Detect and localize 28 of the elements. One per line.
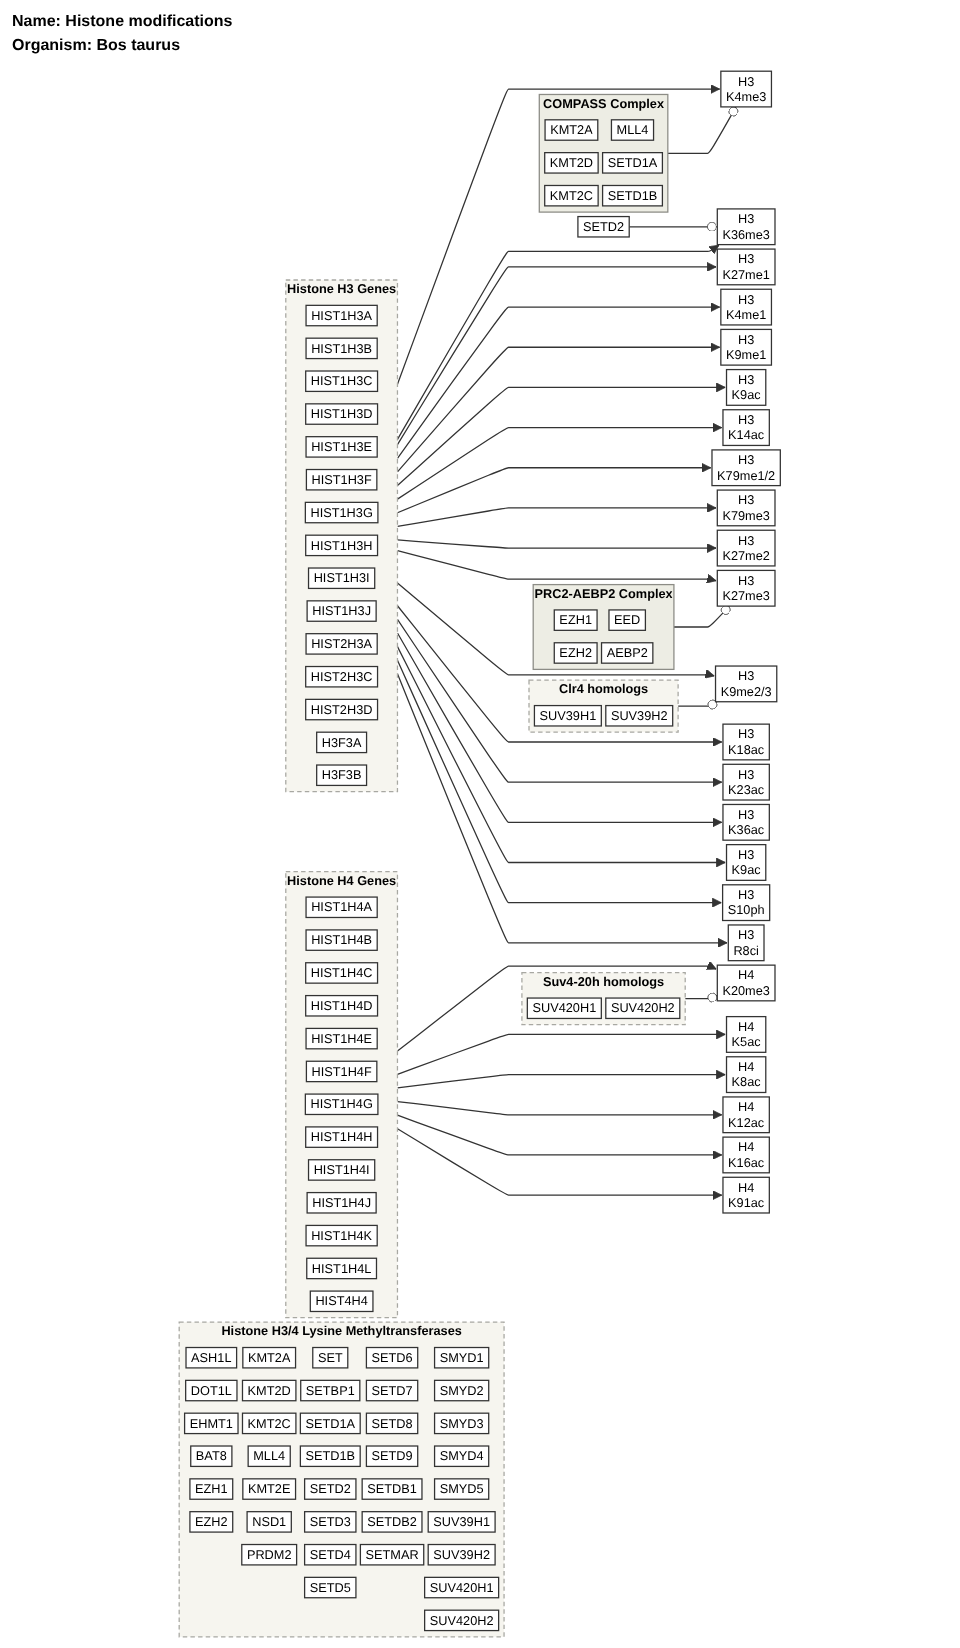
arrow: [397, 462, 712, 514]
arrow: [397, 659, 723, 908]
diagram-title: Name: Histone modifications: [12, 10, 233, 34]
arrow: [397, 1029, 727, 1075]
arrow: [397, 422, 723, 500]
connector: [667, 106, 739, 154]
arrow: [397, 645, 727, 868]
arrow: [397, 84, 721, 385]
arrow: [397, 503, 717, 527]
arrow: [397, 632, 723, 828]
arrow: [397, 382, 727, 487]
connector: [628, 221, 719, 232]
connector: [673, 605, 731, 628]
arrow: [397, 1128, 723, 1201]
header-text: Organism: Bos taurus: [12, 34, 183, 58]
arrow: [397, 618, 723, 788]
arrow: [397, 342, 721, 473]
connector: [684, 992, 719, 1003]
arrow: [397, 302, 721, 459]
arrow: [397, 549, 717, 584]
arrow: [397, 539, 717, 553]
arrow: [397, 673, 728, 948]
arrow: [397, 582, 716, 679]
arrow: [397, 960, 718, 1052]
arrow: [397, 1069, 727, 1089]
connector: [677, 699, 718, 710]
arrow: [397, 1114, 723, 1160]
arrow: [397, 1100, 723, 1120]
